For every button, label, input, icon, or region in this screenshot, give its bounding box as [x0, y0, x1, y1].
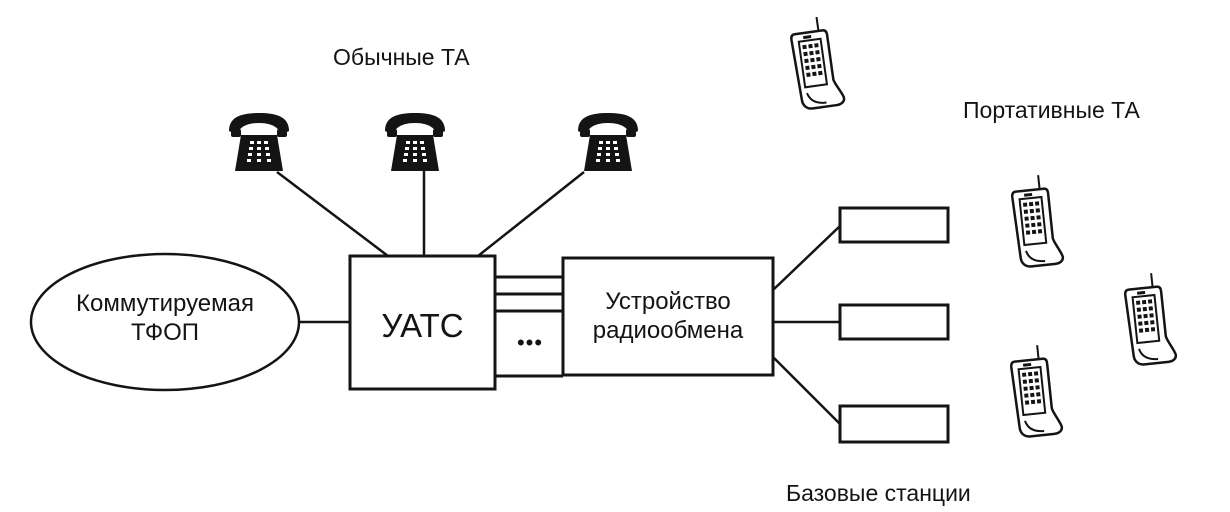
- regular-phones-label: Обычные ТА: [333, 44, 470, 70]
- radio-exchange-box: [561, 256, 775, 377]
- trunk-lines: [495, 275, 563, 378]
- base-stations-label: Базовые станции: [786, 480, 971, 506]
- mobile-phone-icon-2: [1009, 172, 1065, 269]
- desk-phone-icon-2: [385, 113, 445, 171]
- radio-exchange-text: Устройство радиообмена: [563, 288, 773, 346]
- base-station-1: [838, 206, 950, 244]
- pstn-line-1: Коммутируемая: [76, 290, 254, 317]
- pstn-line-2: ТФОП: [130, 318, 200, 346]
- trunk-ellipsis: •••: [516, 330, 544, 355]
- mobile-phone-icon-4: [1008, 342, 1064, 439]
- pbx-box: [348, 254, 497, 391]
- mobile-phone-icon-1: [787, 13, 847, 112]
- radio-exchange-line-2: радиообмена: [592, 316, 744, 344]
- base-station-links: [772, 225, 841, 425]
- base-station-3: [838, 404, 950, 444]
- base-station-2: [838, 303, 950, 341]
- portable-phones-label: Портативные ТА: [963, 97, 1140, 123]
- radio-exchange-line-1: Устройство: [605, 288, 731, 315]
- phone-links: [276, 170, 585, 257]
- pstn-text: Коммутируемая ТФОП: [31, 290, 299, 348]
- pbx-label: УАТС: [381, 307, 464, 344]
- desk-phone-icon-3: [578, 113, 638, 171]
- mobile-phone-icon-3: [1122, 270, 1178, 367]
- desk-phone-icon-1: [229, 113, 289, 171]
